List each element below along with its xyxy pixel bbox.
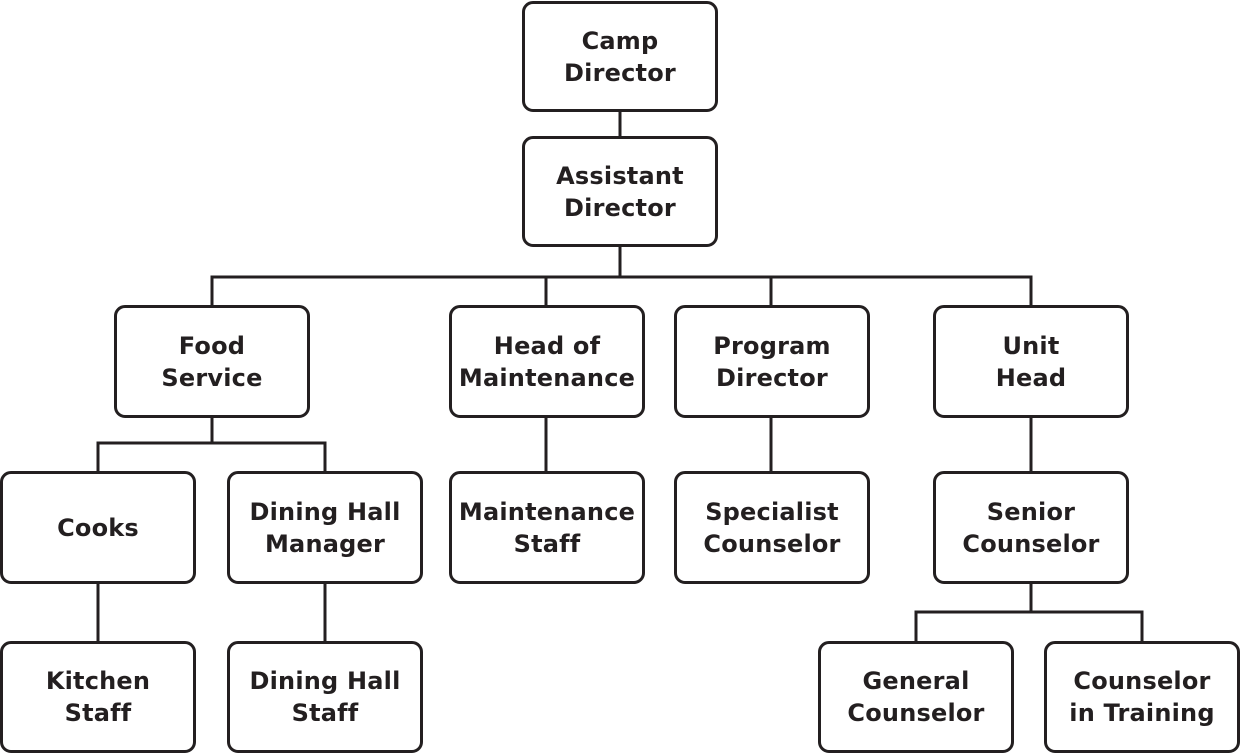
node-label-line-1: General (862, 667, 970, 695)
node-maintenance-staff: Maintenance Staff (449, 471, 645, 584)
node-label-line-2: Director (564, 58, 676, 87)
node-camp-director: Camp Director (522, 1, 718, 112)
node-label-line-1: Camp (581, 26, 659, 55)
node-label-line-2: Manager (264, 529, 386, 558)
node-label-line-1: Assistant (556, 161, 684, 190)
node-counselor-in-training: Counselor in Training (1044, 641, 1240, 753)
node-general-counselor: General Counselor (818, 641, 1014, 753)
node-label-line-2: Staff (64, 699, 132, 727)
node-label-line-2: Counselor (847, 699, 985, 727)
node-label-line-1: Kitchen (45, 667, 151, 695)
node-label-line-1: Program (713, 331, 831, 360)
node-assistant-director: Assistant Director (522, 136, 718, 247)
node-specialist-counselor: Specialist Counselor (674, 471, 870, 584)
node-head-of-maintenance: Head of Maintenance (449, 305, 645, 418)
node-label-line-2: Service (161, 363, 263, 392)
node-dining-hall-staff: Dining Hall Staff (227, 641, 423, 753)
node-label-line-1: Food (178, 331, 246, 360)
node-label-line-2: Director (564, 193, 676, 222)
node-label-line-1: Cooks (57, 513, 139, 542)
node-label-line-2: Head (995, 363, 1067, 392)
node-label-line-2: Staff (291, 699, 359, 727)
node-label-line-2: Counselor (703, 529, 841, 558)
node-label-line-2: Staff (513, 529, 581, 558)
node-label-line-1: Dining Hall (249, 497, 401, 526)
node-label-line-2: in Training (1069, 699, 1215, 727)
node-food-service: Food Service (114, 305, 310, 418)
node-dining-hall-manager: Dining Hall Manager (227, 471, 423, 584)
node-label-line-2: Counselor (962, 529, 1100, 558)
node-kitchen-staff: Kitchen Staff (0, 641, 196, 753)
node-label-line-1: Dining Hall (249, 667, 401, 695)
node-label-line-1: Unit (1002, 331, 1060, 360)
node-label-line-1: Maintenance (458, 497, 636, 526)
node-label-line-1: Counselor (1073, 667, 1211, 695)
node-cooks: Cooks (0, 471, 196, 584)
node-program-director: Program Director (674, 305, 870, 418)
node-label-line-2: Director (716, 363, 828, 392)
node-label-line-1: Specialist (705, 497, 839, 526)
node-label-line-2: Maintenance (458, 363, 636, 392)
node-senior-counselor: Senior Counselor (933, 471, 1129, 584)
node-label-line-1: Head of (493, 331, 601, 360)
node-unit-head: Unit Head (933, 305, 1129, 418)
node-label-line-1: Senior (986, 497, 1076, 526)
